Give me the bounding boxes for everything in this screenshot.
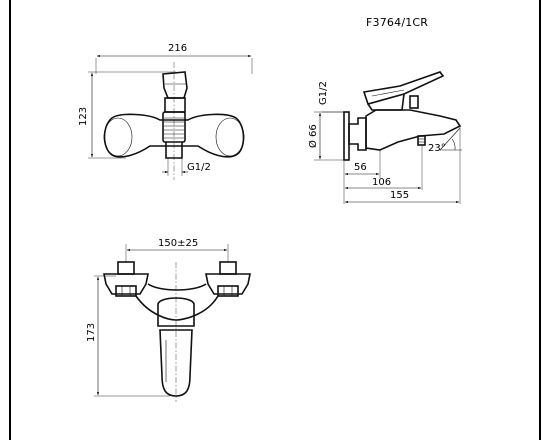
side-lever-detail [371, 89, 405, 97]
width-label: 216 [168, 43, 187, 54]
top-view: 150±25 173 [86, 238, 251, 402]
side-diverter-knob [409, 95, 419, 109]
right-escutcheon [215, 117, 245, 157]
diameter-label: Ø 66 [307, 124, 319, 148]
front-aerator-hatching [164, 117, 184, 139]
angle-arc [451, 138, 456, 151]
side-cartridge [367, 93, 405, 111]
dimension-label-155: 155 [390, 190, 409, 201]
top-lever [159, 329, 193, 397]
top-left-connector [103, 261, 149, 297]
centers-label: 150±25 [158, 238, 198, 249]
angle-label: 23° [428, 143, 446, 154]
top-right-body-ring [217, 285, 239, 297]
front-outlet [165, 142, 183, 159]
frame-border-right [539, 0, 541, 440]
depth-label: 173 [86, 323, 97, 342]
height-label: 123 [78, 107, 89, 126]
top-body-lower [135, 295, 219, 321]
top-left-plate [103, 273, 149, 295]
front-cartridge-cap [164, 97, 186, 113]
front-lever [162, 71, 188, 99]
side-thread-label: G1/2 [318, 81, 329, 105]
side-outlet-hatching [418, 138, 425, 143]
top-right-plate [205, 273, 251, 295]
front-view: 216 123 [78, 43, 253, 180]
angle-ray [439, 127, 461, 151]
top-right-connector [205, 261, 251, 297]
top-hub [157, 297, 195, 327]
dimension-label-56: 56 [354, 162, 367, 173]
side-outlet [417, 135, 426, 146]
side-body [365, 109, 462, 151]
top-left-nut [117, 261, 135, 275]
front-body [103, 113, 245, 158]
front-thread-label: G1/2 [187, 162, 211, 173]
top-body-upper [147, 283, 207, 291]
side-connector [348, 117, 367, 151]
front-hub [162, 111, 186, 143]
model-code: F3764/1CR [366, 16, 429, 29]
dimension-label-106: 106 [372, 177, 391, 188]
top-left-body-ring [115, 285, 137, 297]
frame-border-left [9, 0, 11, 440]
top-right-nut [219, 261, 237, 275]
side-view: G1/2 Ø 66 [307, 71, 462, 204]
left-escutcheon [103, 117, 133, 157]
